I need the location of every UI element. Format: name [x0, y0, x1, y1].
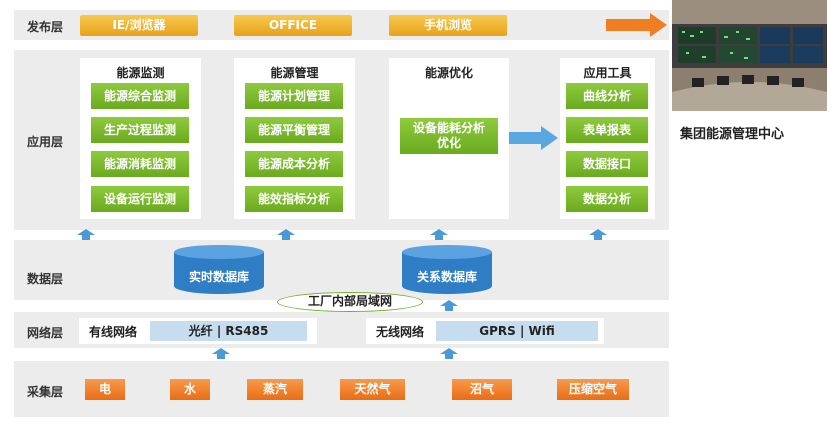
energy-plan-management-button[interactable]: 能源计划管理	[245, 83, 343, 109]
data-interface-button[interactable]: 数据接口	[566, 151, 648, 177]
form-report-button[interactable]: 表单报表	[566, 117, 648, 143]
up-arrow-icon	[440, 348, 458, 359]
energy-overall-monitor-button[interactable]: 能源综合监测	[91, 83, 189, 109]
wireless-network-value: GPRS | Wifi	[436, 321, 598, 341]
publish-layer-label: 发布层	[27, 20, 64, 34]
wired-network-label: 有线网络	[89, 325, 138, 339]
relational-database[interactable]: 关系数据库	[401, 244, 493, 294]
equipment-energy-optimization-button[interactable]: 设备能耗分析 优化	[400, 118, 498, 154]
water-button[interactable]: 水	[170, 379, 210, 400]
database-icon	[402, 245, 492, 294]
collection-layer-label: 采集层	[27, 385, 64, 399]
panel-title: 能源优化	[424, 66, 473, 80]
up-arrow-icon	[440, 300, 458, 311]
database-label: 关系数据库	[416, 270, 477, 284]
efficiency-index-analysis-button[interactable]: 能效指标分析	[245, 186, 343, 212]
up-arrow-icon	[430, 229, 448, 240]
data-layer-label: 数据层	[27, 272, 64, 286]
energy-balance-management-button[interactable]: 能源平衡管理	[245, 117, 343, 143]
application-layer-label: 应用层	[27, 135, 64, 149]
publish-ie-browser[interactable]: IE/浏览器	[80, 15, 198, 36]
up-arrow-icon	[212, 348, 230, 359]
energy-management-center-label: 集团能源管理中心	[680, 127, 785, 142]
electricity-button[interactable]: 电	[85, 379, 125, 400]
panel-energy-optimization: 能源优化 设备能耗分析 优化	[389, 58, 509, 219]
control-room-image	[672, 0, 827, 111]
biogas-button[interactable]: 沼气	[452, 379, 512, 400]
factory-lan: 工厂内部局域网	[277, 292, 423, 312]
panel-title: 能源监测	[116, 66, 165, 80]
up-arrow-icon	[277, 229, 295, 240]
panel-title: 应用工具	[583, 66, 632, 80]
steam-button[interactable]: 蒸汽	[247, 379, 303, 400]
database-label: 实时数据库	[188, 270, 249, 284]
production-process-monitor-button[interactable]: 生产过程监测	[91, 117, 189, 143]
wireless-network-label: 无线网络	[376, 325, 425, 339]
control-room-photo	[672, 0, 827, 111]
panel-energy-management: 能源管理 能源计划管理 能源平衡管理 能源成本分析 能效指标分析	[234, 58, 355, 219]
equipment-operation-monitor-button[interactable]: 设备运行监测	[91, 186, 189, 212]
publish-mobile-browser[interactable]: 手机浏览	[389, 15, 507, 36]
up-arrow-icon	[77, 229, 95, 240]
curve-analysis-button[interactable]: 曲线分析	[566, 83, 648, 109]
wired-network-value: 光纤 | RS485	[150, 321, 307, 341]
panel-energy-monitoring: 能源监测 能源综合监测 生产过程监测 能源消耗监测 设备运行监测	[80, 58, 201, 219]
arrow-right-blue-icon	[509, 126, 558, 150]
button-line-2: 优化	[436, 136, 461, 150]
database-icon	[174, 245, 264, 294]
arrow-right-icon	[606, 13, 667, 37]
network-layer-label: 网络层	[27, 326, 64, 340]
button-line-1: 设备能耗分析	[412, 121, 485, 135]
natural-gas-button[interactable]: 天然气	[340, 379, 405, 400]
up-arrow-icon	[589, 229, 607, 240]
realtime-database[interactable]: 实时数据库	[173, 244, 265, 294]
publish-office[interactable]: OFFICE	[234, 15, 352, 36]
compressed-air-button[interactable]: 压缩空气	[557, 379, 629, 400]
data-layer-band	[14, 240, 669, 300]
data-analysis-button[interactable]: 数据分析	[566, 186, 648, 212]
panel-application-tools: 应用工具 曲线分析 表单报表 数据接口 数据分析	[560, 58, 655, 219]
panel-title: 能源管理	[270, 66, 319, 80]
energy-consumption-monitor-button[interactable]: 能源消耗监测	[91, 151, 189, 177]
energy-cost-analysis-button[interactable]: 能源成本分析	[245, 151, 343, 177]
